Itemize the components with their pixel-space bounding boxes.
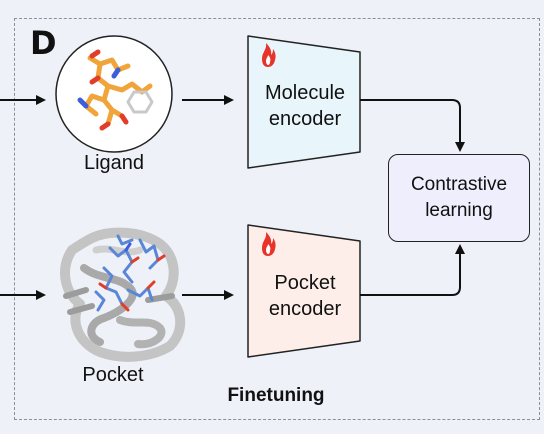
- flame-icon: [262, 43, 276, 67]
- contrastive-learning-box: Contrastive learning: [388, 154, 530, 242]
- pocket-encoder-label: Pocket encoder: [245, 270, 365, 322]
- pocket-label: Pocket: [82, 364, 144, 386]
- panel-letter: D: [30, 24, 57, 62]
- pocket-encoder-line2: encoder: [268, 298, 342, 320]
- pocket-structure: [60, 227, 186, 362]
- flame-icon: [262, 232, 276, 256]
- pocket-encoder-box: [247, 224, 361, 358]
- ligand-label: Ligand: [83, 152, 145, 174]
- molecule-encoder-box: [247, 35, 361, 169]
- panel-dashed-border: [14, 18, 540, 420]
- molecule-encoder-label: Molecule encoder: [245, 80, 365, 132]
- arrow-molecule-to-contrastive: [360, 99, 465, 152]
- ligand-structure: [55, 35, 173, 153]
- pocket-encoder-line1: Pocket: [274, 272, 336, 294]
- molecule-encoder-line2: encoder: [268, 108, 342, 130]
- contrastive-line1: Contrastive: [410, 174, 508, 195]
- molecule-encoder-line1: Molecule: [264, 82, 346, 104]
- finetuning-label: Finetuning: [227, 385, 325, 406]
- contrastive-line2: learning: [425, 200, 493, 221]
- arrow-pocket-to-contrastive: [360, 244, 465, 296]
